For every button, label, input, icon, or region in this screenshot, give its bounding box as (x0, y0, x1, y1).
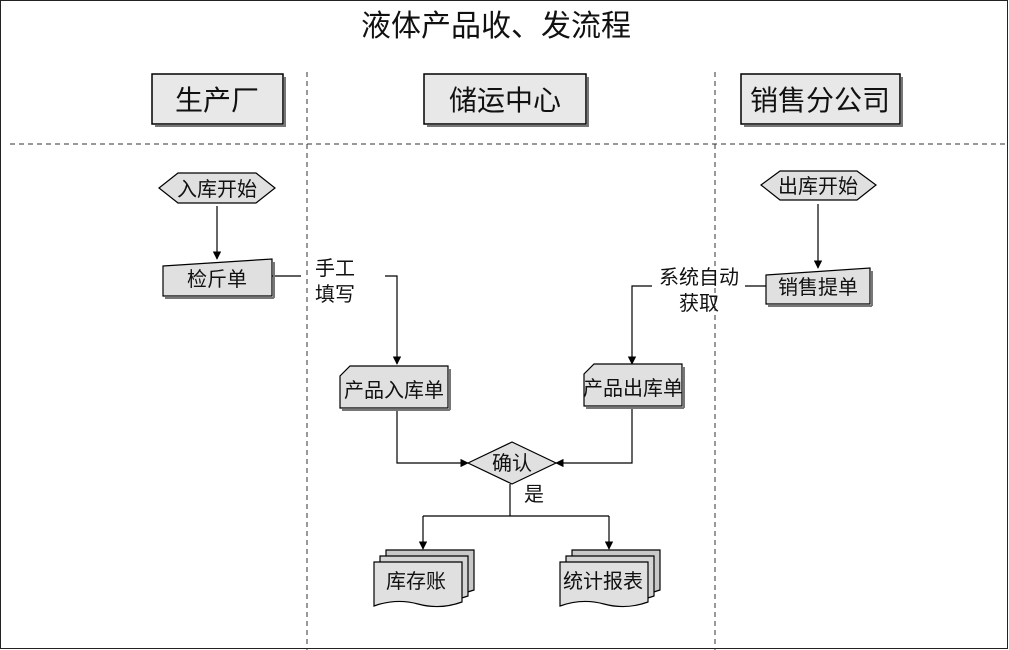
diagram-title: 液体产品收、发流程 (361, 9, 631, 44)
node-confirm-label: 确认 (492, 451, 532, 475)
edge-manual-to-inbound-slip (385, 275, 402, 365)
edge-auto-to-outbound-slip (627, 285, 652, 365)
node-statistics-report-label: 统计报表 (563, 569, 643, 593)
connectors (212, 204, 823, 550)
node-sales-slip-label: 销售提单 (778, 275, 858, 299)
node-weigh-slip-label: 检斤单 (187, 267, 247, 291)
note-auto-fetch-line2: 获取 (679, 291, 719, 315)
node-statistics-report: 统计报表 (559, 549, 661, 608)
node-inventory-ledger: 库存账 (373, 549, 475, 608)
node-outbound-start: 出库开始 (760, 170, 877, 201)
edge-inbound-slip-to-confirm (396, 409, 469, 468)
lane-header-sales: 销售分公司 (740, 73, 903, 127)
node-inbound-start-label: 入库开始 (177, 177, 257, 201)
note-manual-fill-line2: 填写 (315, 282, 355, 306)
node-product-outbound-slip: 产品出库单 (583, 363, 685, 409)
node-inventory-ledger-label: 库存账 (386, 569, 446, 593)
node-inbound-start: 入库开始 (158, 172, 276, 204)
node-weigh-slip: 检斤单 (162, 258, 275, 299)
node-outbound-start-label: 出库开始 (778, 174, 858, 198)
node-confirm: 确认 (466, 441, 558, 485)
edge-outbound-slip-to-confirm (555, 407, 633, 468)
branch-yes-label: 是 (524, 482, 544, 506)
lane-header-storage: 储运中心 (423, 73, 589, 127)
lane-label-storage: 储运中心 (449, 84, 561, 117)
node-sales-slip: 销售提单 (765, 267, 873, 307)
node-product-inbound-slip-label: 产品入库单 (344, 378, 444, 402)
node-product-outbound-slip-label: 产品出库单 (583, 376, 683, 400)
lane-label-factory: 生产厂 (175, 84, 259, 117)
lane-header-factory: 生产厂 (151, 73, 286, 127)
node-product-inbound-slip: 产品入库单 (339, 365, 451, 411)
note-auto-fetch-line1: 系统自动 (659, 265, 739, 289)
note-manual-fill-line1: 手工 (315, 256, 355, 280)
lane-label-sales: 销售分公司 (750, 84, 890, 117)
